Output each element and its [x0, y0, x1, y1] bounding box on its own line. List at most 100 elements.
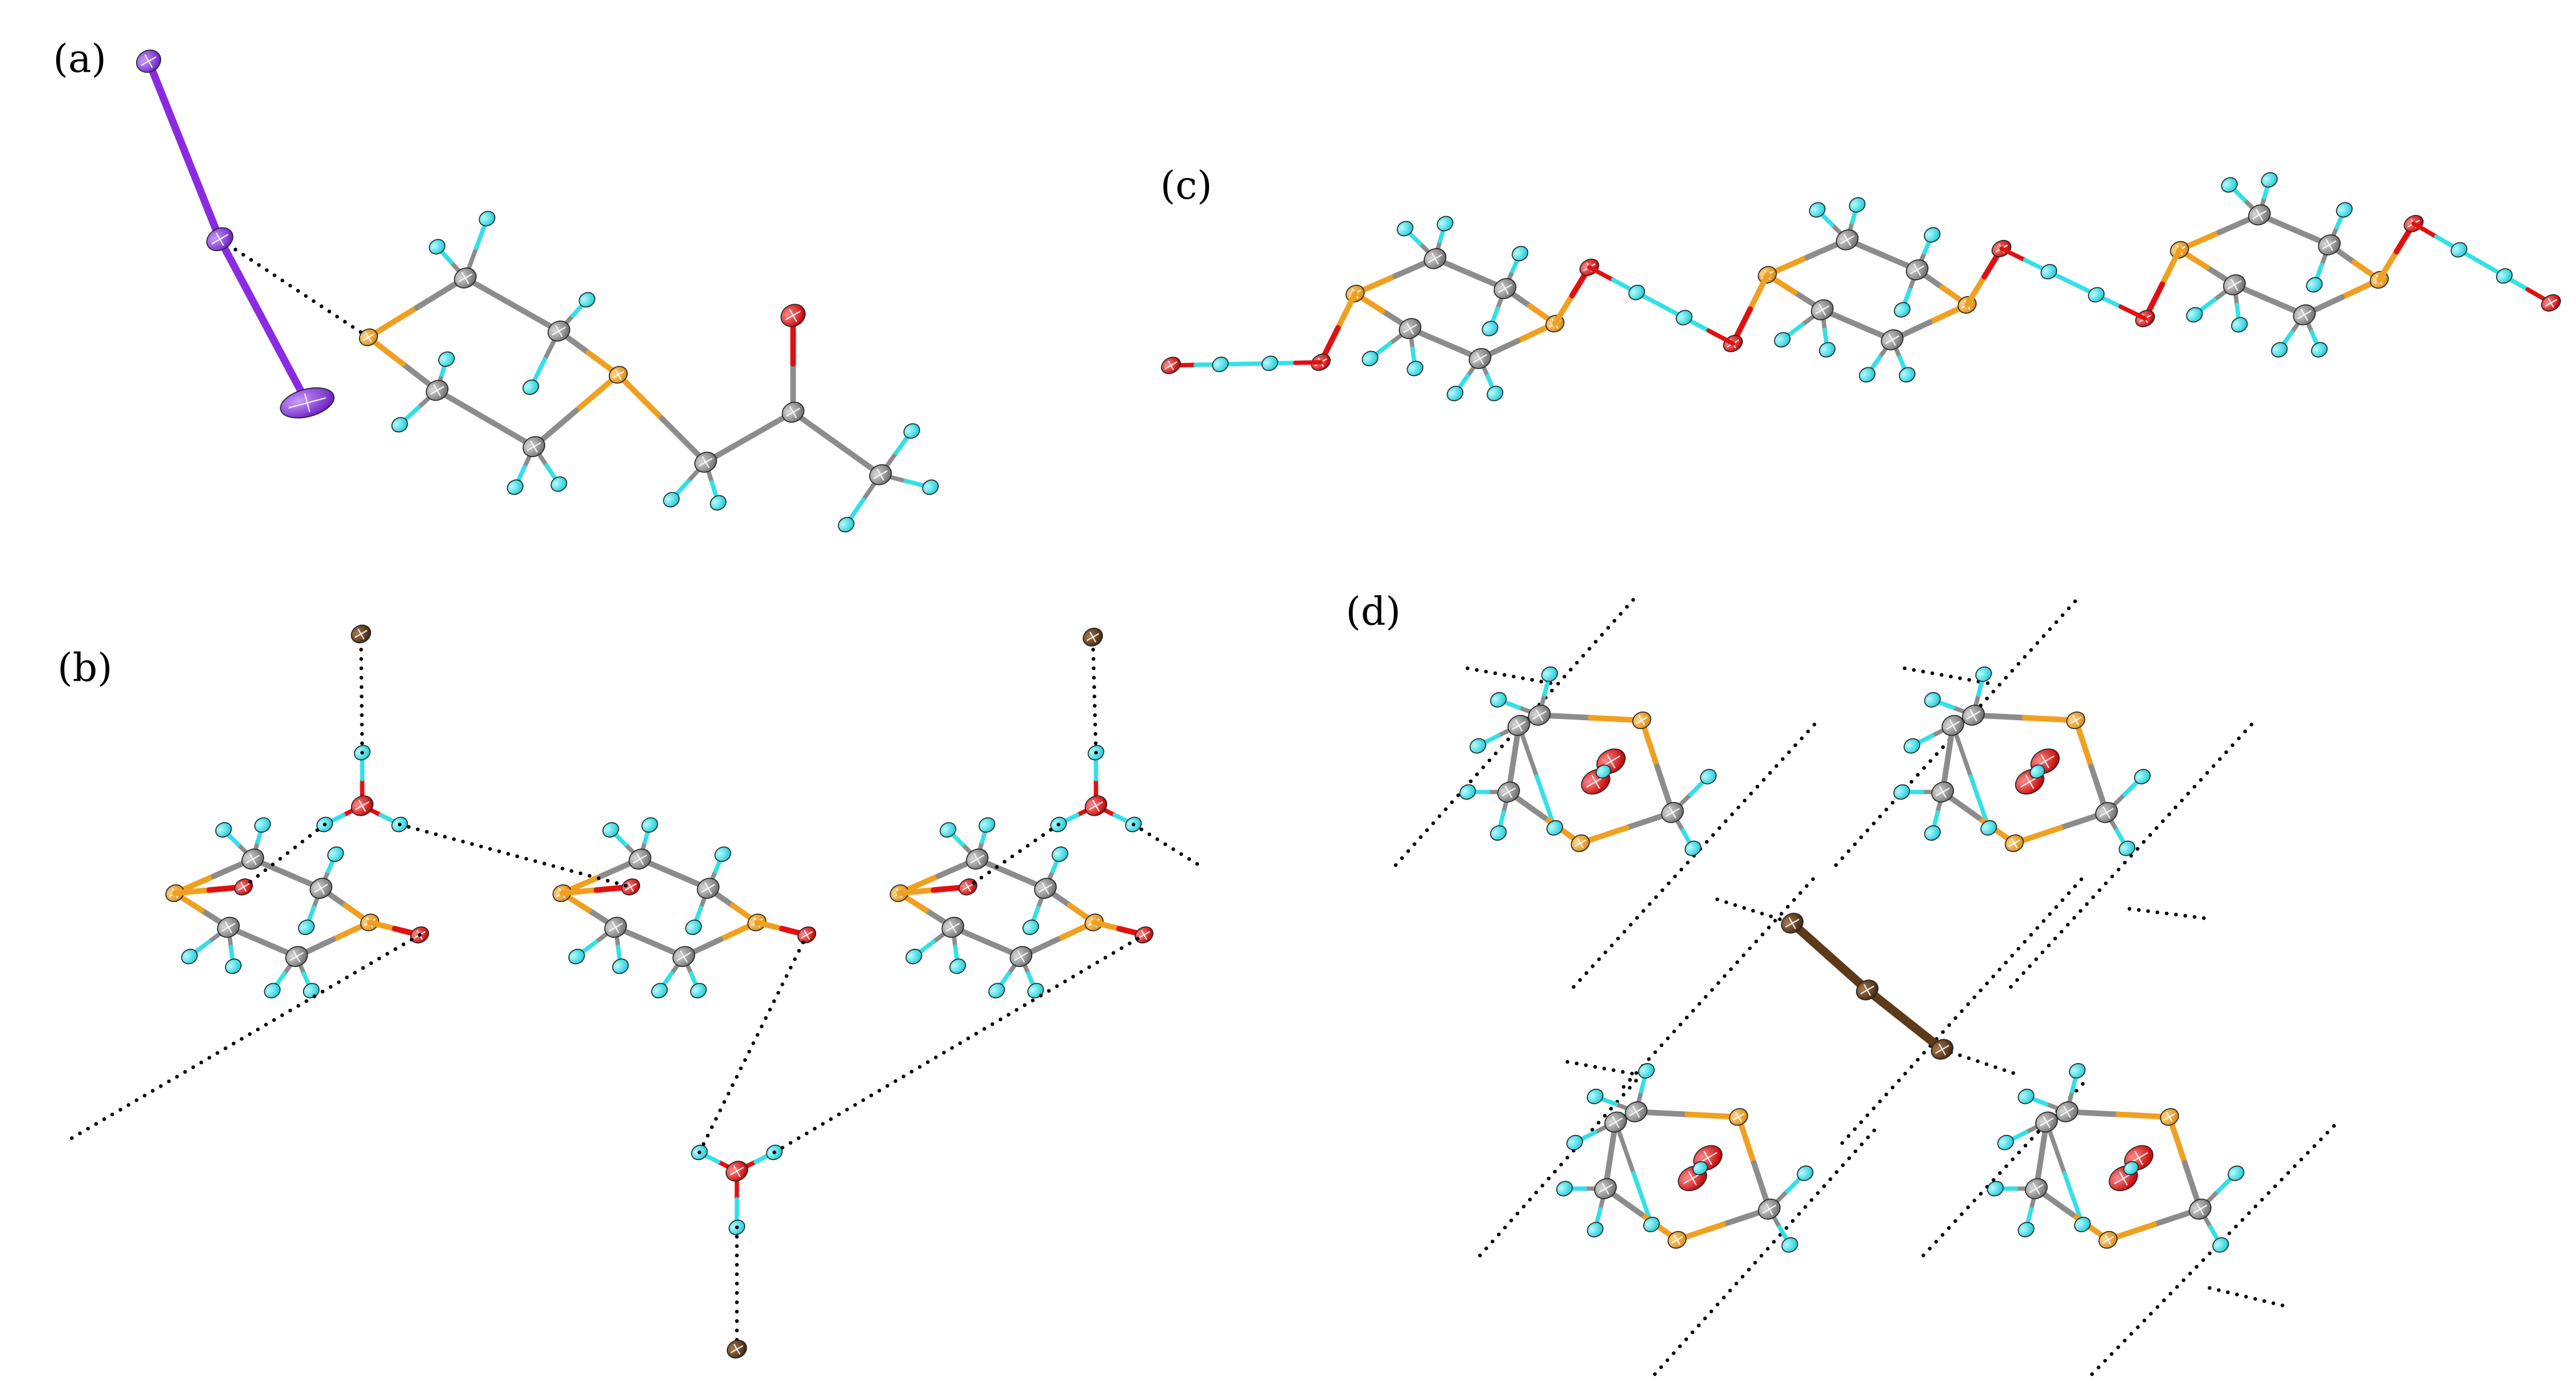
- hydrogen-atom: [1261, 355, 1278, 372]
- hydrogen-atom: [1638, 1063, 1655, 1079]
- hydrogen-atom: [1858, 367, 1876, 383]
- halogen-bond-contact: [772, 933, 1146, 1154]
- thermal-ellipsoid-axis: [1591, 775, 1601, 790]
- thermal-ellipsoid-axis: [1504, 786, 1513, 798]
- bond: [1587, 265, 1616, 282]
- thermal-ellipsoid-axis: [1703, 1151, 1712, 1166]
- thermal-ellipsoid-axis: [461, 272, 470, 284]
- hydrogen-atom: [1975, 666, 1992, 682]
- thermal-ellipsoid-axis: [1688, 1171, 1697, 1186]
- thermal-ellipsoid-axis: [1938, 786, 1947, 798]
- hydrogen-atom: [391, 417, 408, 433]
- hydrogen-atom: [988, 983, 1005, 999]
- bond: [1091, 919, 1122, 932]
- hydrogen-atom: [1903, 738, 1920, 754]
- thermal-ellipsoid-axis: [733, 1165, 741, 1177]
- hydrogen-atom: [2134, 769, 2151, 785]
- hydrogen-atom: [663, 492, 680, 508]
- halogen-bond-contact: [1715, 898, 1794, 925]
- bond: [659, 415, 709, 465]
- bond: [1335, 290, 1358, 331]
- thermal-ellipsoid-axis: [1514, 719, 1523, 732]
- thermal-ellipsoid-axis: [1501, 282, 1509, 295]
- bond: [2159, 247, 2183, 287]
- bond: [1747, 272, 1770, 312]
- hydrogen-atom: [264, 983, 281, 999]
- hydrogen-atom: [1566, 1134, 1583, 1151]
- hydrogen-atom: [1022, 919, 1039, 935]
- thermal-ellipsoid-axis: [2063, 1106, 2071, 1118]
- thermal-ellipsoid-axis: [2105, 1234, 2111, 1245]
- thermal-ellipsoid-axis: [973, 853, 982, 866]
- hydrogen-atom: [1923, 227, 1941, 243]
- hydrogen-atom: [2074, 1217, 2091, 1232]
- thermal-ellipsoid-axis: [1674, 1234, 1680, 1245]
- hydrogen-atom: [2221, 177, 2238, 193]
- thermal-ellipsoid-axis: [224, 921, 233, 934]
- thermal-ellipsoid-axis: [358, 799, 367, 812]
- hydrogen-atom: [2271, 342, 2288, 358]
- thermal-ellipsoid-axis: [2547, 298, 2555, 308]
- hydrogen-atom: [1684, 840, 1702, 856]
- thermal-ellipsoid-axis: [1167, 360, 1175, 370]
- thermal-ellipsoid-axis: [2119, 1171, 2128, 1186]
- halogen-bond-contact: [1132, 823, 1201, 867]
- halogen-bond-contact: [1572, 720, 1819, 989]
- thermal-ellipsoid-axis: [1843, 234, 1852, 246]
- thermal-ellipsoid-axis: [240, 882, 247, 892]
- thermal-ellipsoid-axis: [733, 1344, 741, 1355]
- bond: [1293, 360, 1323, 365]
- hydrogen-atom: [1396, 220, 1414, 237]
- hydrogen-atom: [1893, 784, 1910, 800]
- bond: [260, 317, 311, 407]
- hydrogen-atom: [2495, 268, 2513, 284]
- thermal-ellipsoid-axis: [679, 950, 688, 963]
- thermal-ellipsoid-axis: [1535, 709, 1544, 721]
- panel-b-network: [67, 625, 1201, 1359]
- hydrogen-atom: [478, 210, 496, 227]
- hydrogen-atom: [612, 958, 629, 974]
- hydrogen-atom: [1898, 367, 1916, 383]
- bond: [2118, 304, 2148, 321]
- hydrogen-atom: [1781, 1237, 1799, 1253]
- hydrogen-atom: [1546, 820, 1563, 836]
- hydrogen-atom: [1997, 1134, 2014, 1151]
- thermal-ellipsoid-axis: [1089, 631, 1097, 643]
- hydrogen-atom: [215, 822, 232, 838]
- bond: [367, 919, 398, 932]
- hydrogen-atom: [2088, 287, 2105, 303]
- thermal-ellipsoid-axis: [1140, 930, 1148, 940]
- halogen-bond-contact: [1478, 1079, 1638, 1257]
- hydrogen-atom: [1893, 302, 1911, 318]
- thermal-ellipsoid-axis: [2011, 838, 2018, 849]
- hydrogen-atom: [2450, 242, 2467, 258]
- thermal-ellipsoid-axis: [611, 921, 620, 934]
- thermal-ellipsoid-axis: [1017, 950, 1025, 963]
- thermal-ellipsoid-axis: [1788, 917, 1797, 929]
- thermal-ellipsoid-axis: [1041, 882, 1050, 894]
- thermal-ellipsoid-axis: [636, 853, 644, 866]
- hydrogen-atom: [506, 479, 524, 495]
- thermal-ellipsoid-axis: [1969, 709, 1978, 721]
- hydrogen-atom: [949, 958, 966, 974]
- thermal-ellipsoid-axis: [2300, 309, 2309, 321]
- hydrogen-atom: [1511, 245, 1529, 262]
- bond: [1552, 292, 1575, 327]
- thermal-ellipsoid-axis: [2255, 209, 2264, 221]
- halogen-bond-contact: [1653, 1122, 1882, 1376]
- panel-d-packing: [1394, 595, 2337, 1376]
- bond: [559, 887, 600, 896]
- hydrogen-atom: [685, 919, 702, 935]
- hydrogen-atom: [1446, 385, 1464, 402]
- hydrogen-atom: [2030, 764, 2045, 779]
- thermal-ellipsoid-axis: [1913, 264, 1922, 276]
- bond: [216, 235, 267, 325]
- bond: [145, 57, 188, 154]
- thermal-ellipsoid-axis: [530, 440, 538, 453]
- halogen-bond-contact: [1622, 873, 1819, 1089]
- thermal-ellipsoid-axis: [2072, 715, 2080, 726]
- hydrogen-atom: [1774, 332, 1791, 348]
- thermal-ellipsoid-axis: [1638, 715, 1646, 726]
- hydrogen-atom: [1924, 692, 1941, 708]
